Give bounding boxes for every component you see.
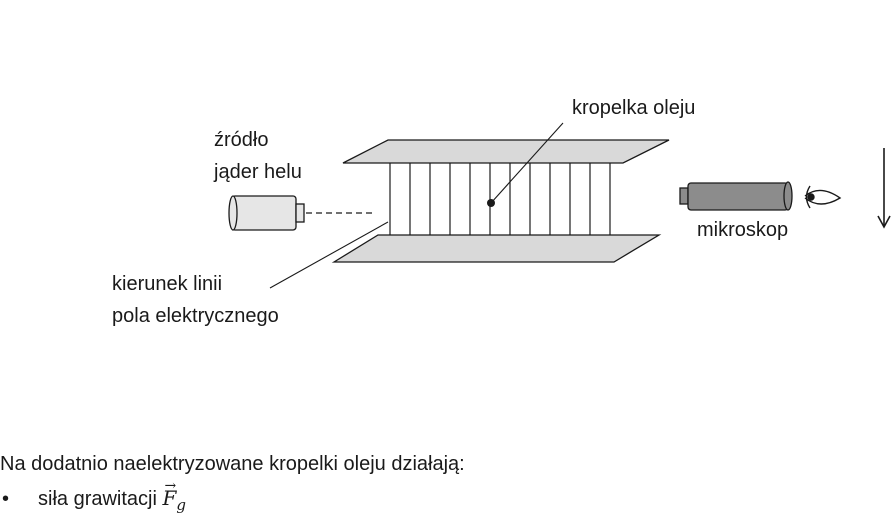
bullet-text: siła grawitacji [38, 488, 163, 510]
down-arrow-icon [877, 148, 891, 229]
force-subscript: g [176, 496, 186, 514]
bottom-plate [331, 234, 662, 263]
intro-text: Na dodatnio naelektryzowane kropelki ole… [0, 453, 465, 475]
eye-icon [804, 185, 842, 209]
millikan-apparatus-diagram: źródło jąder helu kropelka oleju kierune… [112, 97, 891, 327]
field-label-line2: pola elektrycznego [112, 305, 279, 327]
field-label-line1: kierunek linii [112, 273, 222, 295]
field-pointer [269, 221, 389, 289]
droplet-pointer [490, 122, 564, 204]
bullet-symbol: • [2, 488, 10, 510]
vector-arrow-mark: → [164, 478, 177, 494]
source-label-line2: jąder helu [213, 161, 302, 183]
droplet-label: kropelka oleju [572, 97, 695, 119]
helium-source [228, 195, 305, 231]
microscope [679, 181, 793, 211]
microscope-label: mikroskop [697, 219, 788, 241]
gravity-force-symbol: →Fg [162, 478, 186, 514]
force-letter: F [162, 486, 177, 510]
source-label-line1: źródło [214, 129, 268, 151]
top-plate [342, 139, 670, 164]
bullet-item-gravity: • siła grawitacji →Fg [2, 478, 186, 514]
